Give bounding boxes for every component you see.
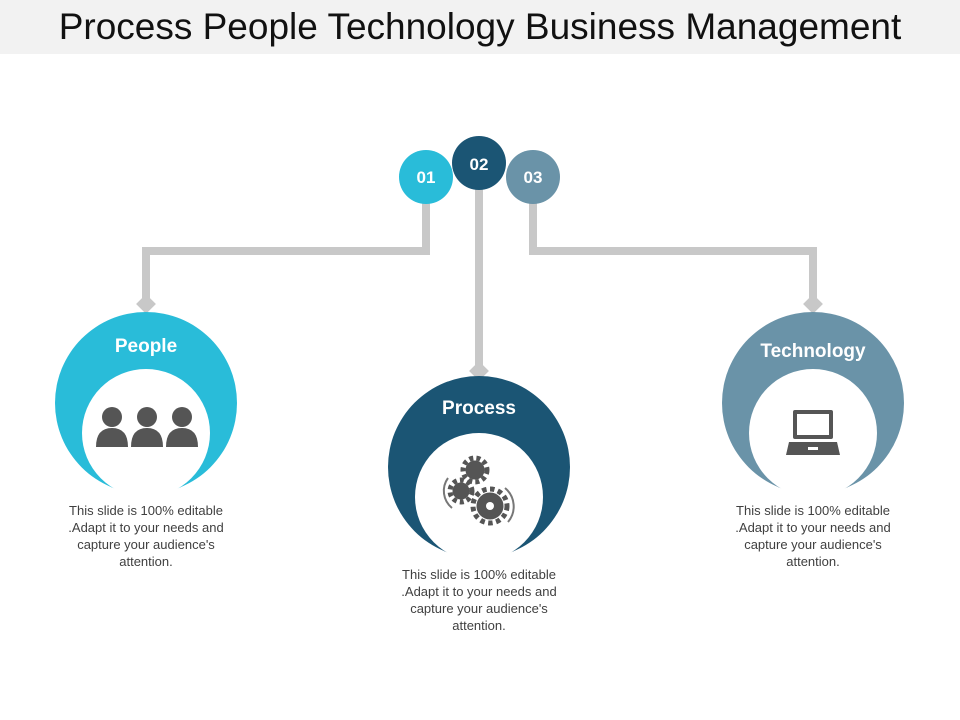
number-circle-01 xyxy=(399,150,453,204)
number-circle-03 xyxy=(506,150,560,204)
technology-label: Technology xyxy=(760,341,866,362)
connector-technology-diamond xyxy=(803,294,823,314)
connector-process-diamond xyxy=(469,361,489,381)
number-label-03: 03 xyxy=(523,168,543,187)
slide-title: Process People Technology Business Manag… xyxy=(58,6,902,47)
title-bar xyxy=(0,0,960,54)
process-inner-circle xyxy=(415,433,543,561)
connector-people-diamond xyxy=(136,294,156,314)
technology-description: This slide is 100% editable .Adapt it to… xyxy=(735,503,891,569)
process-description: This slide is 100% editable .Adapt it to… xyxy=(401,567,557,633)
number-label-01: 01 xyxy=(416,168,436,187)
laptop-icon xyxy=(786,410,840,455)
number-label-02: 02 xyxy=(469,155,489,174)
number-circle-02 xyxy=(452,136,506,190)
connector-people xyxy=(142,195,430,305)
people-group-icon xyxy=(96,407,198,447)
connector-technology xyxy=(529,195,817,305)
people-label: People xyxy=(114,336,178,357)
gears-icon xyxy=(442,455,515,526)
people-description: This slide is 100% editable .Adapt it to… xyxy=(68,503,224,569)
process-label: Process xyxy=(442,398,516,419)
